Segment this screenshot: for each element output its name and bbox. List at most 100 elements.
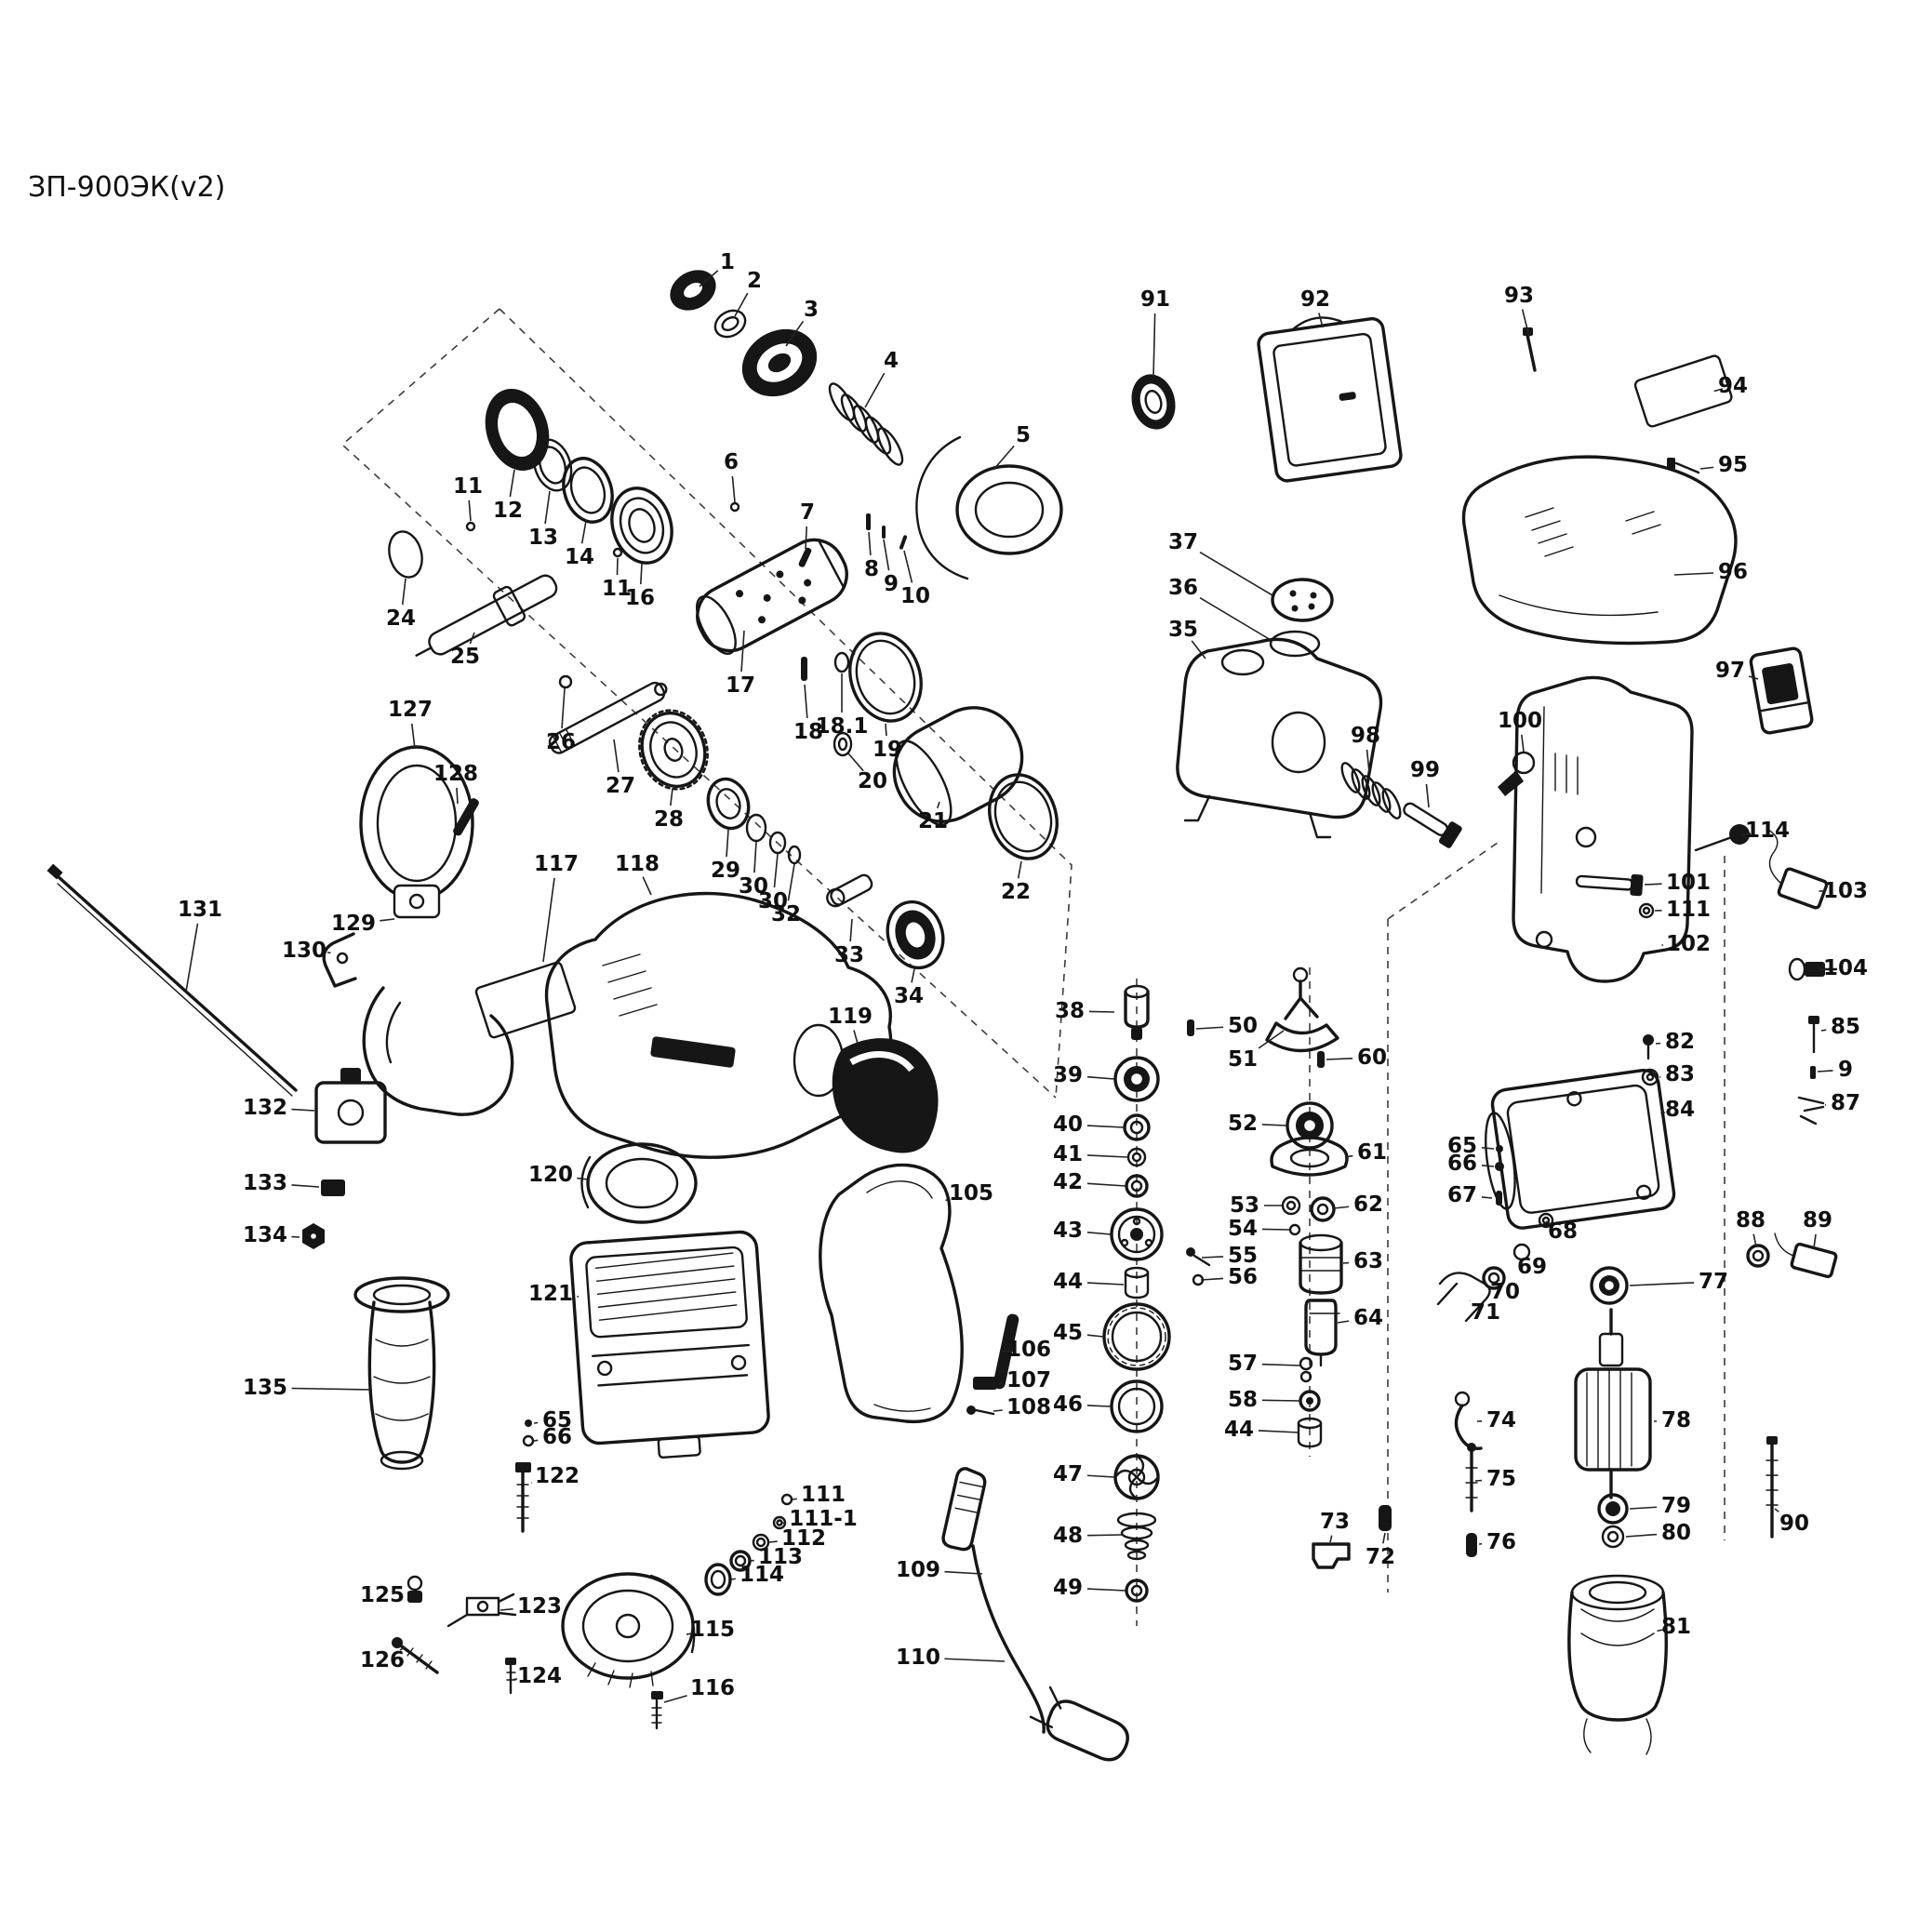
leader-line-28 (670, 788, 673, 806)
leader-line-90 (1774, 1508, 1779, 1512)
part-label-112: 112 (781, 1526, 826, 1551)
leader-line-132 (291, 1108, 315, 1112)
leader-line-10 (903, 550, 913, 583)
part-label-10: 10 (900, 584, 930, 608)
part-label-100: 100 (1498, 709, 1542, 733)
leader-line-96 (1673, 572, 1714, 576)
part-label-102: 102 (1666, 932, 1711, 956)
part-label-17: 17 (726, 673, 755, 698)
part-label-98: 98 (1351, 724, 1380, 748)
leader-line-109 (944, 1570, 983, 1575)
part-label-52: 52 (1228, 1112, 1258, 1136)
leader-line-92 (1318, 313, 1324, 328)
chuck-spring (828, 382, 904, 466)
seal-rings (388, 389, 673, 579)
leader-line-77 (1629, 1282, 1695, 1286)
leader-line-25 (469, 632, 475, 645)
leader-line-45 (1086, 1334, 1104, 1338)
leader-line-27 (613, 739, 620, 773)
part-label-47: 47 (1053, 1462, 1083, 1486)
part-label-134: 134 (243, 1223, 287, 1247)
part-label-129: 129 (331, 912, 376, 936)
part-label-16: 16 (625, 586, 655, 610)
part-label-91: 91 (1140, 287, 1170, 312)
part-label-88: 88 (1736, 1208, 1765, 1232)
part-label-127: 127 (388, 698, 433, 722)
leader-line-135 (291, 1387, 373, 1391)
part-label-117: 117 (534, 852, 579, 876)
part-label-132: 132 (243, 1096, 287, 1120)
leader-line-81 (1657, 1629, 1664, 1632)
gearbox-spring (1340, 762, 1402, 819)
leader-line-119 (853, 1030, 859, 1045)
leader-line-123 (500, 1607, 513, 1611)
part-label-14: 14 (565, 545, 594, 569)
leader-line-54 (1261, 1228, 1290, 1231)
part-label-9: 9 (1838, 1058, 1853, 1082)
part-label-37: 37 (1168, 530, 1198, 554)
leader-line-80 (1625, 1533, 1658, 1538)
part-label-111: 111 (801, 1483, 846, 1507)
leader-line-95 (1699, 466, 1714, 470)
part-label-19: 19 (873, 738, 902, 762)
motor-cover (1461, 455, 1738, 646)
leader-line-38 (1088, 1010, 1115, 1013)
part-label-30: 30 (758, 889, 788, 913)
end-cap (561, 1572, 696, 1730)
part-label-45: 45 (1053, 1321, 1083, 1345)
part-label-133: 133 (243, 1171, 287, 1195)
leader-line-50 (1195, 1026, 1224, 1030)
part-label-77: 77 (1699, 1270, 1728, 1294)
leader-line-3 (785, 320, 805, 347)
gearbox-bolt (1403, 802, 1462, 848)
leader-line-68 (1545, 1220, 1552, 1225)
small-hardware-left (392, 1575, 517, 1695)
part-label-50: 50 (1228, 1014, 1258, 1038)
part-label-131: 131 (178, 898, 222, 922)
leader-line-93 (1521, 309, 1530, 338)
part-label-124: 124 (517, 1664, 562, 1688)
part-label-44: 44 (1053, 1270, 1083, 1294)
part-label-27: 27 (606, 774, 635, 798)
part-label-94: 94 (1718, 374, 1748, 398)
leader-line-32 (787, 863, 795, 901)
leader-line-58 (1261, 1399, 1301, 1402)
leader-line-116 (663, 1695, 687, 1703)
part-label-111-1: 111-1 (789, 1507, 858, 1531)
part-label-62: 62 (1353, 1193, 1383, 1217)
part-label-68: 68 (1548, 1219, 1578, 1244)
leader-line-127 (410, 723, 416, 750)
part-label-80: 80 (1661, 1521, 1691, 1545)
leader-line-115 (686, 1632, 693, 1635)
part-label-44: 44 (1224, 1418, 1254, 1442)
part-label-46: 46 (1053, 1392, 1083, 1417)
part-label-54: 54 (1228, 1217, 1258, 1241)
part-label-101: 101 (1666, 871, 1711, 895)
part-label-21: 21 (918, 809, 948, 833)
part-label-13: 13 (528, 526, 558, 550)
leader-line-9 (883, 539, 890, 571)
leader-line-67 (1481, 1196, 1493, 1199)
part-label-105: 105 (949, 1181, 993, 1206)
part-label-28: 28 (654, 807, 684, 832)
part-label-81: 81 (1661, 1615, 1691, 1639)
leader-line-117 (542, 877, 555, 963)
part-label-110: 110 (896, 1646, 940, 1670)
part-label-79: 79 (1661, 1494, 1691, 1518)
part-label-118: 118 (615, 852, 660, 876)
part-label-49: 49 (1053, 1576, 1083, 1600)
leader-line-40 (1086, 1125, 1125, 1128)
leader-line-18 (804, 684, 808, 719)
part-label-65: 65 (1447, 1134, 1477, 1158)
part-label-87: 87 (1831, 1091, 1860, 1115)
leader-line-49 (1086, 1588, 1126, 1592)
part-label-75: 75 (1486, 1467, 1516, 1491)
leader-line-98 (1366, 749, 1370, 773)
part-label-1: 1 (720, 250, 735, 274)
part-label-57: 57 (1228, 1352, 1258, 1376)
part-label-97: 97 (1715, 659, 1745, 683)
leader-line-1 (699, 270, 719, 287)
part-label-4: 4 (884, 349, 899, 373)
leader-line-36 (1199, 597, 1272, 641)
